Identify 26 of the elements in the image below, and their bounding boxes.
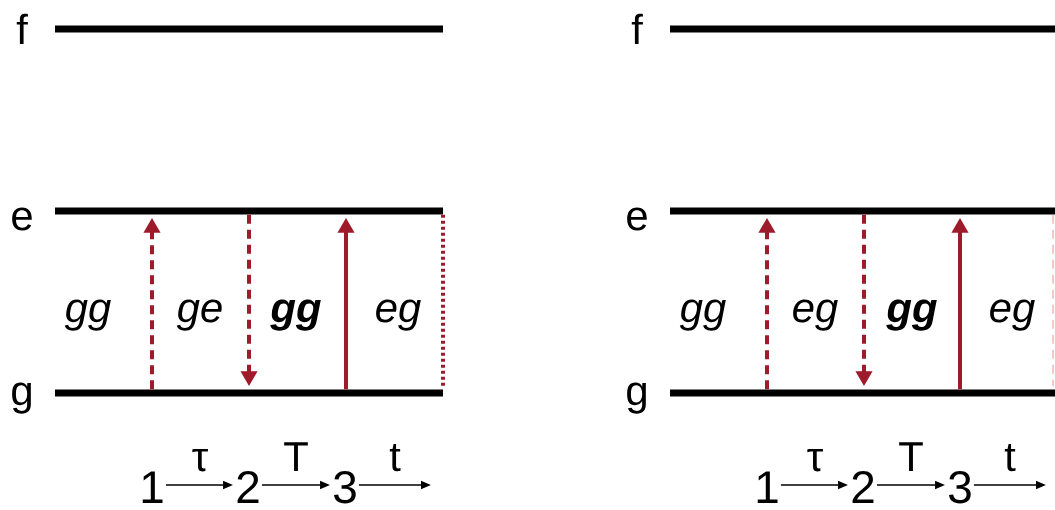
step-number: 3 [334, 471, 356, 504]
state-label: eg [990, 299, 1035, 331]
level-label: f [631, 13, 643, 44]
state-label: ge [176, 299, 222, 331]
edge-label: T [284, 442, 308, 471]
step-number: 2 [852, 471, 874, 503]
level-label: e [627, 207, 647, 231]
step-number: 2 [237, 471, 259, 503]
state-label: eg [376, 299, 421, 331]
state-label: gg [270, 299, 321, 331]
edge-label: T [899, 442, 923, 471]
level-label: g [627, 382, 646, 414]
edge-label: τ [192, 448, 208, 472]
level-label: e [12, 207, 32, 231]
level-label: g [12, 382, 31, 414]
step-number: 3 [949, 471, 971, 504]
edge-label: t [1004, 443, 1016, 472]
level-label: f [16, 13, 28, 44]
state-label: gg [64, 299, 111, 331]
step-number: 1 [757, 471, 778, 503]
state-label: gg [886, 299, 937, 331]
step-number: 1 [142, 471, 163, 503]
edge-label: t [389, 443, 401, 472]
edge-label: τ [807, 448, 823, 472]
state-label: eg [793, 299, 838, 331]
state-label: gg [679, 299, 726, 331]
